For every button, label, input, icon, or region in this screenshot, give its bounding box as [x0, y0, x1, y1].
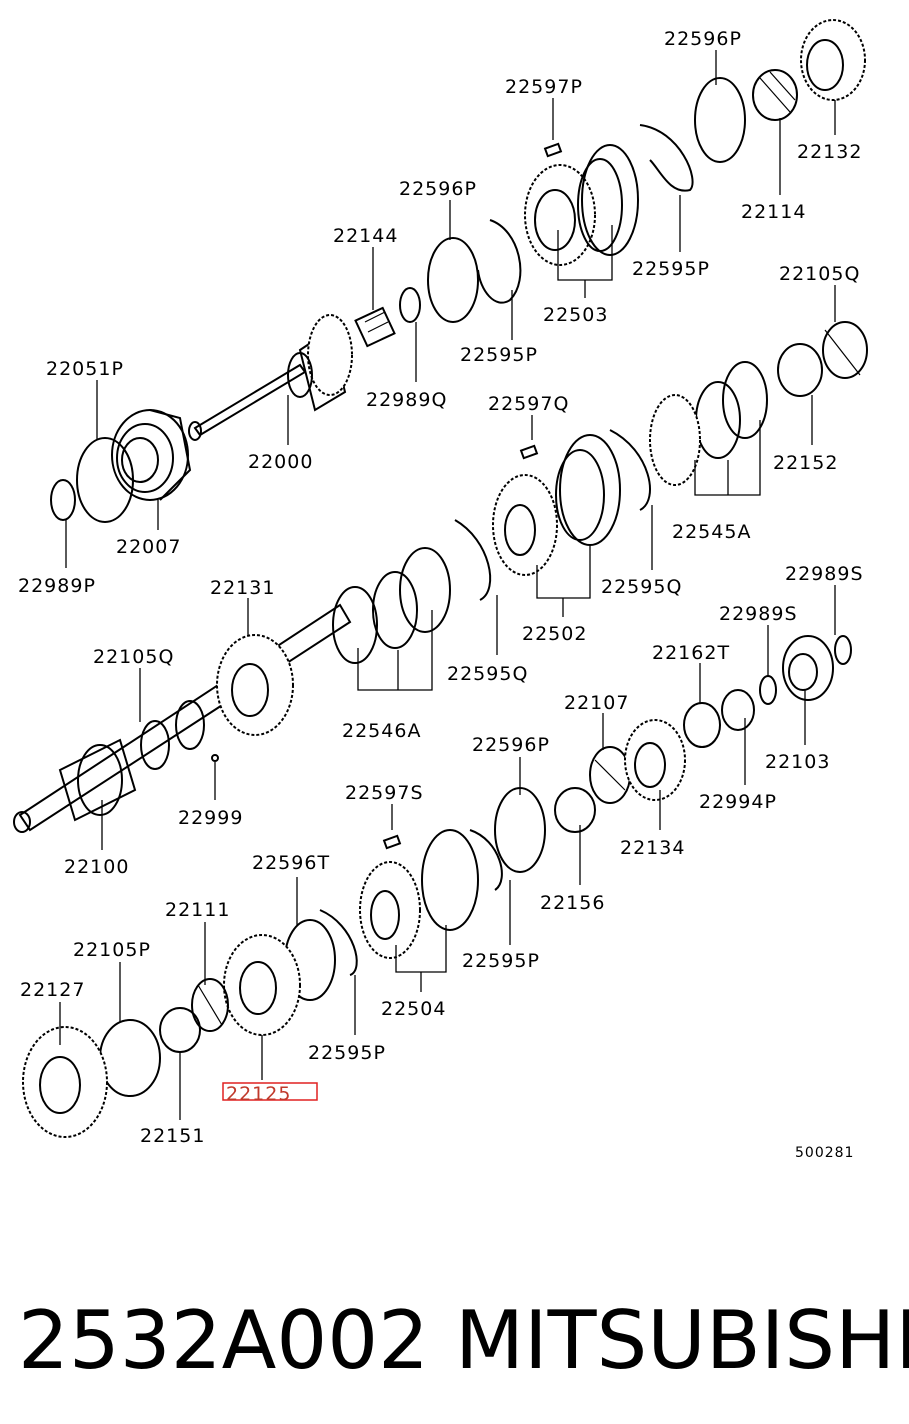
label-22127: 22127 [20, 979, 85, 1001]
label-22107: 22107 [564, 692, 629, 714]
label-22989P: 22989P [18, 575, 96, 597]
ring-22595Q-a-drawing [609, 429, 651, 511]
label-22597P: 22597P [505, 76, 583, 98]
label-22007: 22007 [116, 536, 181, 558]
label-22989Q: 22989Q [366, 389, 447, 411]
ring-22596P-b-drawing [694, 77, 746, 163]
label-22503: 22503 [543, 304, 608, 326]
bearing-22114-drawing [752, 69, 798, 121]
key-22597Q-drawing [519, 444, 539, 460]
label-22596P-upper: 22596P [399, 178, 477, 200]
label-22502: 22502 [522, 623, 587, 645]
key-22597S-drawing [382, 834, 402, 850]
brand-name: MITSUBISHI [455, 1294, 909, 1387]
gear-22131-drawing [216, 634, 294, 736]
ring-22595Q-b-drawing [454, 519, 492, 601]
label-22595P-lower-right: 22595P [462, 950, 540, 972]
parts-artwork [13, 19, 868, 1138]
label-22105Q-upper: 22105Q [779, 263, 860, 285]
nut-22994P-drawing [721, 689, 755, 731]
ring-22595P-a-drawing [477, 219, 522, 304]
leader-lines [59, 50, 836, 1120]
bearing-22111-drawing [191, 978, 229, 1032]
bearings-22105Q-lower-drawing [140, 700, 205, 770]
label-22114: 22114 [741, 201, 806, 223]
bearing-22144-drawing [354, 306, 396, 348]
bearing-22105P-drawing [99, 1019, 161, 1097]
label-22989S-lower: 22989S [719, 603, 798, 625]
label-22105P: 22105P [73, 939, 151, 961]
label-22504: 22504 [381, 998, 446, 1020]
label-22545A: 22545A [672, 521, 751, 543]
label-22595P-upper-right: 22595P [632, 258, 710, 280]
collar-22152-drawing [777, 343, 823, 397]
bearing-22007-drawing [111, 409, 192, 501]
label-22152: 22152 [773, 452, 838, 474]
label-22100: 22100 [64, 856, 129, 878]
label-22156: 22156 [540, 892, 605, 914]
ring-22596P-a-drawing [427, 237, 479, 323]
footer: 2532A002 MITSUBISHI [18, 1294, 909, 1387]
label-22144: 22144 [333, 225, 398, 247]
label-22595P-upper-left: 22595P [460, 344, 538, 366]
label-22000: 22000 [248, 451, 313, 473]
label-22131: 22131 [210, 577, 275, 599]
label-22595Q-right: 22595Q [601, 576, 682, 598]
label-22103: 22103 [765, 751, 830, 773]
label-22151: 22151 [140, 1125, 205, 1147]
part-number: 2532A002 [18, 1294, 429, 1387]
label-22105Q-left: 22105Q [93, 646, 174, 668]
label-22596T: 22596T [252, 852, 330, 874]
key-22597P-drawing [543, 142, 563, 158]
label-22134: 22134 [620, 837, 685, 859]
input-shaft-drawing [188, 314, 353, 441]
label-22125-highlighted: 22125 [226, 1083, 291, 1105]
bearing-22107-drawing [589, 746, 631, 804]
ring-22595P-b-drawing [639, 124, 694, 192]
label-22597S: 22597S [345, 782, 424, 804]
label-22132: 22132 [797, 141, 862, 163]
gear-22132-drawing [800, 19, 866, 101]
label-22595Q-left: 22595Q [447, 663, 528, 685]
synchro-22545A-drawing [649, 361, 768, 486]
washer-22162T-drawing [683, 702, 721, 748]
label-22999: 22999 [178, 807, 243, 829]
figure-code: 500281 [795, 1145, 854, 1161]
ring-22595P-d-drawing [319, 909, 358, 976]
part-labels: 22596P 22597P 22132 22114 22596P 22144 2… [18, 28, 864, 1161]
clip-22989P-drawing [50, 479, 76, 521]
countershaft-22100-drawing [13, 603, 352, 833]
highlight-box [222, 1082, 318, 1101]
gear-22127-drawing [22, 1026, 108, 1138]
synchro-22546A-drawing [332, 547, 451, 664]
clip-22989S-a-drawing [759, 675, 777, 705]
ring-22595P-c-drawing [469, 829, 503, 891]
clip-22989S-b-drawing [834, 635, 852, 665]
label-22546A: 22546A [342, 720, 421, 742]
label-22595P-lower-left: 22595P [308, 1042, 386, 1064]
ring-22051P-drawing [76, 437, 134, 523]
label-22051P: 22051P [46, 358, 124, 380]
collar-22151-drawing [159, 1007, 201, 1053]
clip-22989Q-drawing [399, 287, 421, 323]
ring-22596P-c-drawing [494, 787, 546, 873]
gear-22134-drawing [624, 719, 686, 801]
label-22994P: 22994P [699, 791, 777, 813]
synchro-22502-drawing [492, 434, 621, 576]
label-22597Q: 22597Q [488, 393, 569, 415]
label-22596P-top: 22596P [664, 28, 742, 50]
bearing-22105Q-drawing [822, 321, 868, 379]
collar-22156-drawing [554, 787, 596, 833]
gear-22125-drawing [223, 934, 301, 1036]
synchro-22504-drawing [359, 829, 479, 959]
ball-22999-drawing [211, 754, 219, 762]
bearing-22103-drawing [782, 635, 834, 701]
synchro-22503-drawing [524, 144, 639, 266]
label-22162T: 22162T [652, 642, 730, 664]
label-22111: 22111 [165, 899, 230, 921]
label-22596P-lower: 22596P [472, 734, 550, 756]
label-22989S-top: 22989S [785, 563, 864, 585]
